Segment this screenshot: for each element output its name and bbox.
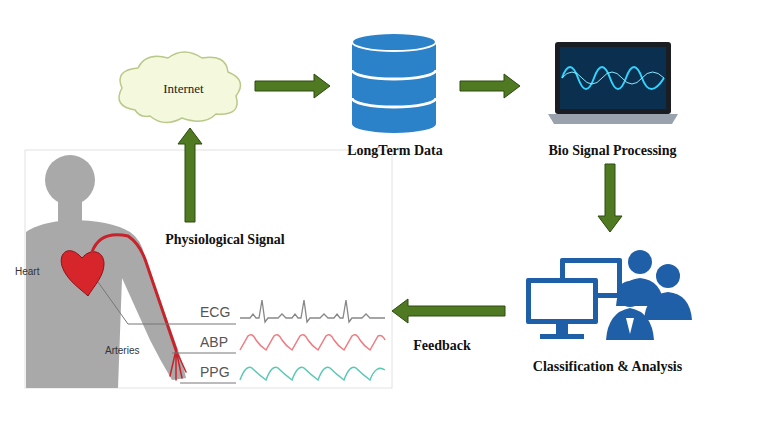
cloud-shape [119, 52, 241, 123]
artery [92, 235, 186, 380]
ecg-wave [240, 300, 385, 322]
storage-node: LongTerm Data [330, 28, 460, 162]
leader-line [98, 282, 236, 383]
ppg-wave [240, 367, 385, 380]
abp-wave [240, 335, 385, 350]
organ-label: Heart [15, 266, 39, 277]
edge-label: Feedback [411, 338, 473, 354]
heart-symbol [61, 251, 104, 296]
organ-label: Arteries [105, 345, 139, 356]
block-arrow [598, 164, 622, 232]
analysis-node: Classification & Analysis [505, 232, 710, 380]
node-label: Internet [163, 81, 203, 97]
cloud-node: Internet [112, 50, 255, 128]
block-arrow [392, 299, 505, 323]
edge-label: Physiological Signal [163, 232, 286, 248]
node-label: Bio Signal Processing [548, 143, 676, 159]
body-silhouette [26, 155, 186, 388]
signal-name: ECG [200, 304, 230, 320]
block-arrow [255, 74, 330, 98]
signal-name: ABP [200, 334, 228, 350]
processing-node: Bio Signal Processing [520, 30, 705, 164]
node-label: LongTerm Data [347, 143, 443, 159]
block-arrow [460, 74, 520, 98]
analysts-icon [526, 250, 692, 340]
block-arrow [178, 128, 202, 222]
database-icon [352, 33, 436, 133]
image-frame [25, 150, 392, 388]
node-label: Classification & Analysis [533, 359, 682, 375]
laptop-icon [548, 42, 678, 124]
signal-name: PPG [200, 364, 230, 380]
